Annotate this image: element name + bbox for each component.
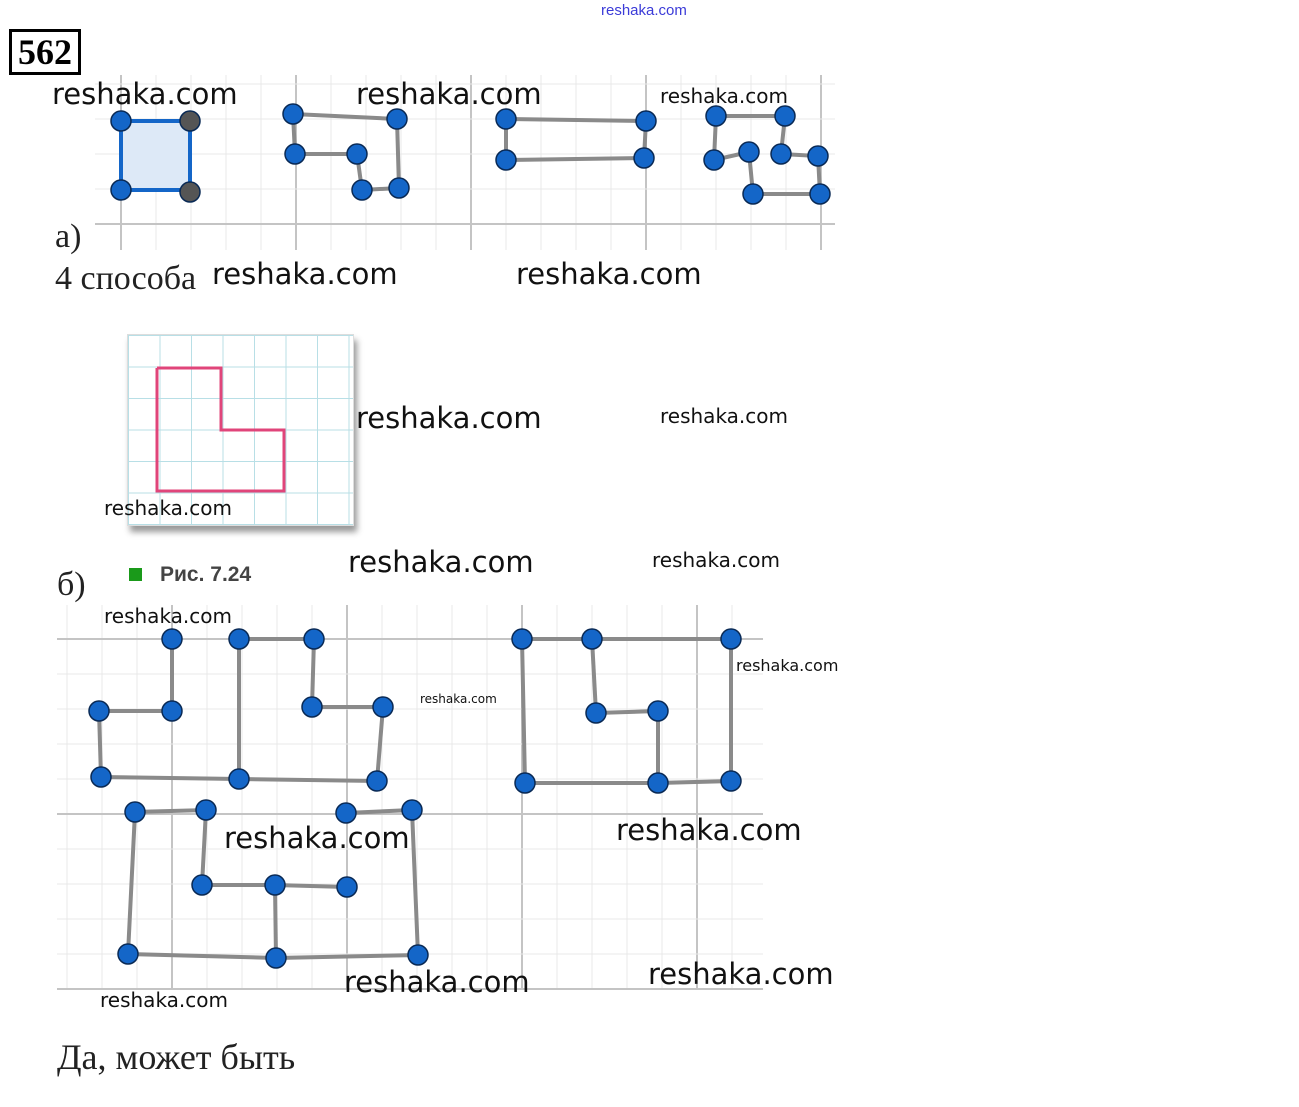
point-icon <box>703 149 725 171</box>
watermark: reshaka.com <box>348 545 534 579</box>
point-icon <box>228 628 250 650</box>
point-icon <box>110 110 132 132</box>
watermark: reshaka.com <box>516 257 702 291</box>
part-a-label: а) <box>55 218 82 255</box>
point-icon <box>284 143 306 165</box>
watermark: reshaka.com <box>356 401 542 435</box>
problem-number: 562 <box>9 29 81 75</box>
point-icon <box>346 143 368 165</box>
point-icon <box>179 181 201 203</box>
square-figure <box>119 119 192 192</box>
point-icon <box>407 944 429 966</box>
watermark: reshaka.com <box>344 965 530 999</box>
watermark: reshaka.com <box>52 77 238 111</box>
cut-line <box>273 884 278 959</box>
point-icon <box>585 702 607 724</box>
point-icon <box>495 149 517 171</box>
point-icon <box>514 772 536 794</box>
figure-7-24: Рис. 7.24 <box>105 320 375 590</box>
watermark: reshaka.com <box>652 548 780 572</box>
cut-line <box>291 112 402 193</box>
part-b-label: б) <box>57 566 86 603</box>
caption-text: Рис. 7.24 <box>160 563 252 586</box>
point-icon <box>335 802 357 824</box>
header-watermark[interactable]: reshaka.com <box>601 2 687 19</box>
point-icon <box>366 770 388 792</box>
cut-line <box>590 638 598 714</box>
point-icon <box>705 105 727 127</box>
point-icon <box>301 696 323 718</box>
point-icon <box>90 766 112 788</box>
point-icon <box>195 799 217 821</box>
point-icon <box>495 108 517 130</box>
point-icon <box>265 947 287 969</box>
watermark: reshaka.com <box>616 813 802 847</box>
watermark: reshaka.com <box>100 988 228 1012</box>
point-icon <box>110 179 132 201</box>
point-icon <box>770 143 792 165</box>
watermark: reshaka.com <box>736 656 839 675</box>
watermark: reshaka.com <box>648 957 834 991</box>
point-icon <box>738 141 760 163</box>
point-icon <box>191 874 213 896</box>
point-icon <box>228 768 250 790</box>
watermark: reshaka.com <box>224 821 410 855</box>
point-icon <box>774 105 796 127</box>
cut-line <box>125 807 421 961</box>
figure-caption: Рис. 7.24 <box>129 563 251 587</box>
point-icon <box>647 700 669 722</box>
figure-grid <box>127 334 354 526</box>
point-icon <box>401 799 423 821</box>
point-icon <box>742 183 764 205</box>
point-icon <box>179 110 201 132</box>
point-icon <box>372 696 394 718</box>
watermark: reshaka.com <box>356 77 542 111</box>
point-icon <box>351 179 373 201</box>
point-icon <box>388 177 410 199</box>
watermark: reshaka.com <box>660 404 788 428</box>
point-icon <box>647 772 669 794</box>
green-square-icon <box>129 568 142 581</box>
point-icon <box>720 770 742 792</box>
watermark: reshaka.com <box>212 257 398 291</box>
point-icon <box>88 700 110 722</box>
point-icon <box>161 628 183 650</box>
point-icon <box>282 103 304 125</box>
point-icon <box>511 628 533 650</box>
part-a-answer: 4 способа <box>55 260 197 297</box>
point-icon <box>386 108 408 130</box>
point-icon <box>117 943 139 965</box>
l-shape-outline <box>155 366 286 493</box>
point-icon <box>581 628 603 650</box>
point-icon <box>635 110 657 132</box>
point-icon <box>161 700 183 722</box>
cut-line <box>96 637 386 784</box>
point-icon <box>807 145 829 167</box>
point-icon <box>264 874 286 896</box>
point-icon <box>809 183 831 205</box>
point-icon <box>303 628 325 650</box>
watermark: reshaka.com <box>104 604 232 628</box>
cut-line <box>711 114 823 196</box>
part-b-answer: Да, может быть <box>57 1037 296 1077</box>
watermark: reshaka.com <box>104 496 232 520</box>
point-icon <box>124 801 146 823</box>
point-icon <box>336 876 358 898</box>
watermark: reshaka.com <box>660 84 788 108</box>
point-icon <box>720 628 742 650</box>
watermark: reshaka.com <box>420 692 497 706</box>
point-icon <box>633 147 655 169</box>
